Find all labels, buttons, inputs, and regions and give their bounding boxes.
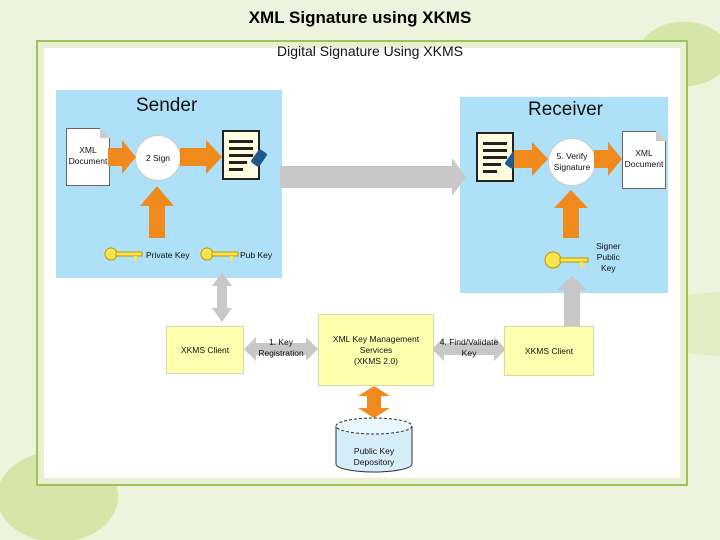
xkms-client-right-label: XKMS Client — [524, 345, 574, 356]
sender-signed-document-icon — [222, 130, 268, 180]
arrow-verify-to-doc — [594, 142, 622, 176]
verify-node: 5. Verify Signature — [548, 138, 596, 186]
key-registration-label: 1. Key Registration — [258, 337, 304, 358]
sign-node: 2 Sign — [135, 135, 181, 181]
depository-label: Public Key Depository — [353, 446, 395, 467]
xkms-client-right: XKMS Client — [504, 326, 594, 376]
arrow-key-to-sign — [140, 186, 174, 238]
verify-label: 5. Verify Signature — [553, 151, 591, 172]
receiver-title: Receiver — [528, 99, 603, 120]
xkms-client-left: XKMS Client — [166, 326, 244, 374]
arrow-find-validate — [432, 337, 506, 361]
private-key-label: Private Key — [146, 250, 190, 260]
sign-label: 2 Sign — [145, 152, 171, 163]
xkms-client-left-label: XKMS Client — [180, 344, 230, 355]
diagram-heading: Digital Signature Using XKMS — [277, 43, 463, 59]
sender-doc-label: XML Document — [68, 145, 108, 166]
arrow-client-to-receiver — [557, 276, 587, 326]
slide-title: XML Signature using XKMS — [248, 8, 472, 27]
arrow-signerkey-to-verify — [554, 190, 588, 238]
receiver-signed-document-icon — [476, 132, 522, 182]
private-key-icon — [104, 246, 144, 267]
receiver-doc-label: XML Document — [624, 148, 664, 169]
services-label: XML Key Management Services (XKMS 2.0) — [332, 333, 420, 366]
arrow-services-to-depository — [358, 386, 390, 418]
arrow-sender-to-client — [212, 272, 232, 322]
arrow-key-registration — [244, 337, 318, 361]
sender-xml-document: XML Document — [66, 128, 110, 186]
arrow-sign-to-signed — [180, 140, 222, 174]
arrow-doc-to-sign — [108, 140, 136, 174]
pub-key-icon — [200, 246, 240, 267]
find-validate-label: 4. Find/Validate Key — [439, 337, 499, 358]
arrow-sending — [280, 158, 466, 196]
pub-key-label: Pub Key — [240, 250, 273, 260]
signer-public-key-icon — [544, 250, 590, 275]
receiver-xml-document: XML Document — [622, 131, 666, 189]
signer-key-label: Signer Public Key — [596, 241, 621, 273]
xkms-services-box: XML Key Management Services (XKMS 2.0) — [318, 314, 434, 386]
arrow-signed-to-verify — [514, 142, 548, 176]
public-key-depository: Public Key Depository — [334, 416, 414, 479]
sender-title: Sender — [136, 95, 198, 116]
